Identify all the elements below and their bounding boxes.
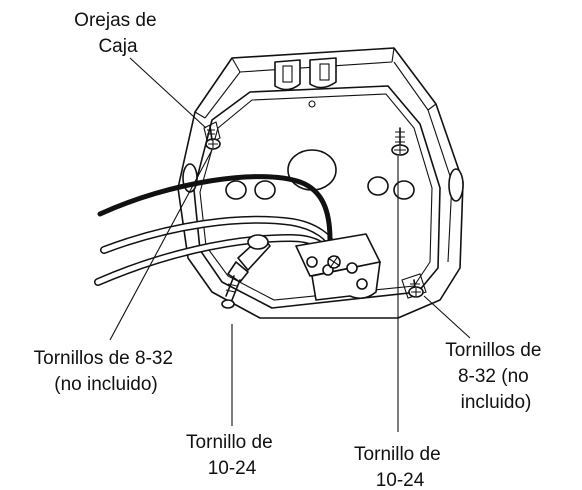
label-box-ears: Orejas de Caja — [74, 10, 162, 57]
leader-lines — [109, 57, 471, 432]
screw-top-left — [203, 121, 221, 150]
center-screw — [327, 255, 341, 269]
label-screws-left: Tornillos de 8-32 (no incluido) — [34, 348, 179, 395]
standoff-screw-left — [221, 234, 271, 309]
screw-top-right — [391, 127, 409, 156]
label-screws-right: Tornillos de 8-32 (no incluido) — [445, 340, 546, 413]
box-floor — [193, 85, 441, 309]
top-knockout-slots — [274, 57, 337, 108]
screw-bottom-right — [401, 273, 427, 299]
label-screw-1024-left: Tornillo de 10-24 — [186, 432, 278, 479]
label-screw-1024-right: Tornillo de 10-24 — [354, 444, 446, 490]
